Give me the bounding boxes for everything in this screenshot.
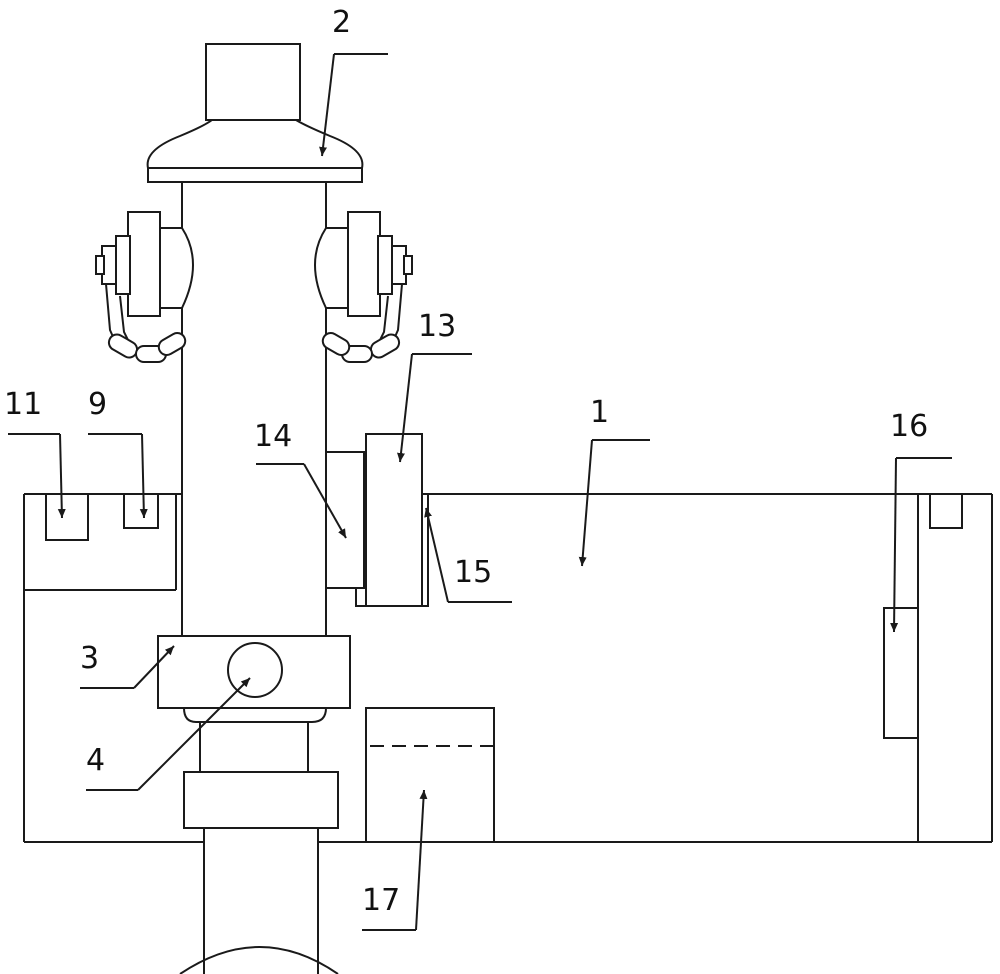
label-4: 4 [86, 743, 105, 778]
label-14: 14 [254, 419, 292, 454]
label-15: 15 [454, 555, 492, 590]
part-15-strip [421, 493, 429, 607]
part-17-box [365, 707, 495, 843]
label-9: 9 [88, 387, 107, 422]
part-2-cap [146, 43, 364, 183]
part-14-mount [325, 451, 365, 589]
part-9-block [123, 493, 159, 529]
hydrant-neck [182, 707, 328, 772]
leader-lines [8, 53, 952, 931]
left-outlet [95, 211, 194, 363]
part-11-block [45, 493, 89, 541]
label-16: 16 [890, 409, 928, 444]
part-13-block [365, 433, 423, 607]
label-1: 1 [590, 395, 609, 430]
part-4-knob [227, 642, 283, 698]
label-13: 13 [418, 309, 456, 344]
right-outlet [314, 211, 413, 363]
label-17: 17 [362, 883, 400, 918]
hydrant-column [181, 180, 327, 636]
left-compartment [24, 493, 177, 591]
part-16-plate [883, 607, 919, 739]
lower-coupling [183, 771, 339, 829]
bottom-pipe [179, 828, 339, 974]
label-2: 2 [332, 5, 351, 40]
label-3: 3 [80, 641, 99, 676]
label-11: 11 [4, 387, 42, 422]
top-right-block [929, 493, 963, 529]
